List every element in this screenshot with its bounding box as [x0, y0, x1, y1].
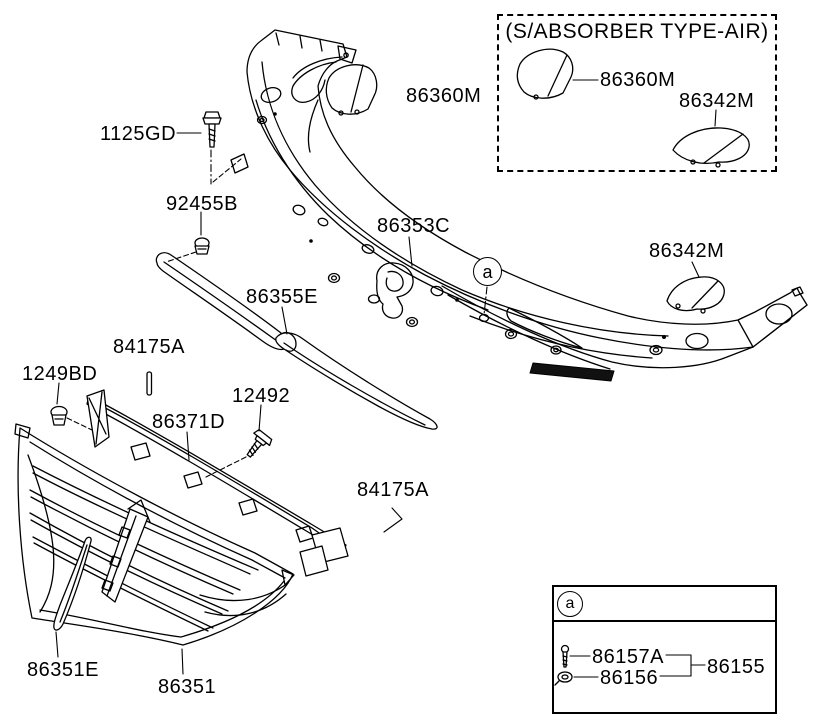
- inset-title: (S/ABSORBER TYPE-AIR): [505, 20, 769, 43]
- pin-84175a-icon: [146, 371, 153, 396]
- marker-a-letter: a: [482, 261, 493, 282]
- callout-12492: 12492: [232, 385, 291, 407]
- legend-marker-a: a: [557, 591, 583, 617]
- nut-1249bd-icon: [50, 405, 68, 426]
- marker-a: a: [473, 257, 502, 286]
- cover-86342m-drawing: [666, 276, 725, 314]
- callout-86351: 86351: [158, 676, 217, 698]
- bolt-12492-icon: [246, 428, 273, 458]
- legend-label-86155: 86155: [707, 656, 766, 678]
- absorber-type-air-inset-box: (S/ABSORBER TYPE-AIR): [497, 14, 777, 172]
- bolt-1125gd-icon: [202, 111, 222, 148]
- callout-92455b: 92455B: [166, 193, 238, 215]
- strip-86351e-drawing: [53, 536, 92, 631]
- callout-86342m: 86342M: [649, 240, 725, 262]
- inset-callout-86342m: 86342M: [679, 90, 755, 112]
- callout-1125gd: 1125GD: [100, 123, 177, 145]
- legend-divider: [554, 620, 775, 622]
- inset-cover-86342m-drawing: [672, 127, 750, 168]
- callout-84175a-2: 84175A: [357, 479, 429, 501]
- grille-86351-drawing: [14, 423, 295, 646]
- radiator-support-drawing: [230, 29, 808, 382]
- callout-86353c: 86353C: [377, 215, 451, 237]
- inset-callout-86360m: 86360M: [600, 69, 676, 91]
- leader-lines: [55, 79, 717, 678]
- nut-92455b-icon: [194, 237, 210, 255]
- legend-label-86157a: 86157A: [592, 646, 664, 668]
- callout-86360m: 86360M: [406, 85, 482, 107]
- callout-84175a-1: 84175A: [113, 336, 185, 358]
- molding-86371d-drawing: [86, 389, 349, 577]
- cover-86360m-drawing: [325, 64, 378, 116]
- callout-86355e: 86355E: [246, 286, 318, 308]
- legend-label-86156: 86156: [600, 667, 659, 689]
- callout-86351e: 86351E: [27, 659, 99, 681]
- legend-box: [552, 585, 777, 714]
- callout-86371d: 86371D: [152, 411, 226, 433]
- legend-screw-icon: [560, 644, 570, 668]
- inset-cover-86360m-drawing: [516, 48, 574, 100]
- callout-1249bd: 1249BD: [22, 363, 98, 385]
- legend-marker-letter: a: [565, 595, 575, 612]
- legend-grommet-icon: [554, 671, 573, 686]
- strip-86355e-drawing: [155, 252, 438, 430]
